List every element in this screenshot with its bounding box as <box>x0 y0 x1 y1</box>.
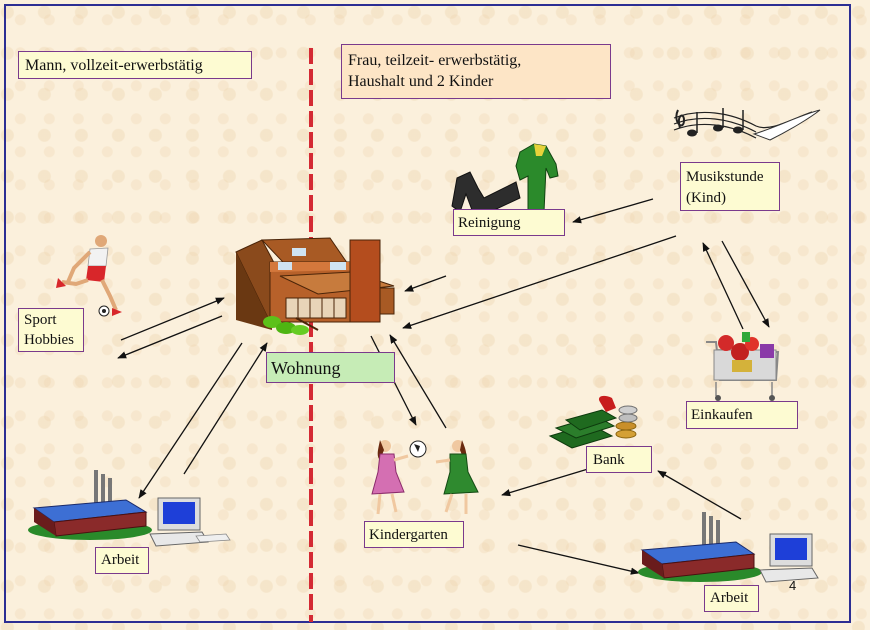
shopping-cart-icon <box>706 332 780 401</box>
arrow-wohnung-to-sport <box>117 315 223 359</box>
laundry-clothes-icon <box>451 143 559 215</box>
soccer-player-icon <box>56 235 122 317</box>
label-musikstunde-line2: (Kind) <box>686 190 726 206</box>
arrow-to-wohnung <box>404 275 447 292</box>
arrow-arbeit-left-to-wohnung <box>183 342 268 475</box>
money-stack-icon <box>548 395 638 449</box>
arrow-bank-to-kindergarten <box>501 468 589 497</box>
arrow-musik-to-reinigung <box>572 198 654 224</box>
computer-icon <box>759 533 819 583</box>
label-mann: Mann, vollzeit-erwerbstätig <box>18 51 252 79</box>
factory-icon <box>638 512 762 582</box>
label-sport-hobbies: Sport Hobbies <box>18 308 84 352</box>
label-musikstunde: Musikstunde (Kind) <box>680 162 780 211</box>
label-sport-line1: Sport <box>24 312 57 328</box>
label-frau-line2: Haushalt und 2 Kinder <box>348 73 494 90</box>
arrow-sport-to-wohnung <box>120 297 225 341</box>
label-arbeit-left: Arbeit <box>95 547 149 574</box>
arrow-arbeit-right-to-bank <box>657 470 742 520</box>
label-einkaufen: Einkaufen <box>686 401 798 429</box>
flow-arrows <box>117 198 770 575</box>
label-arbeit-right: Arbeit <box>704 585 759 612</box>
children-playing-icon <box>371 440 479 515</box>
slide-frame <box>4 4 851 623</box>
arrow-einkaufen-to-musik <box>702 242 744 330</box>
arrow-kindergarten-to-wohnung <box>389 334 447 429</box>
label-wohnung: Wohnung <box>266 352 395 383</box>
arrow-musik-to-wohnung <box>402 235 677 329</box>
label-kindergarten: Kindergarten <box>364 521 464 548</box>
factory-icon <box>28 470 152 540</box>
arrow-wohnung-to-arbeit-left <box>138 342 243 499</box>
page-number: 4 <box>789 578 797 593</box>
arrow-musik-to-einkaufen <box>721 240 770 328</box>
label-bank: Bank <box>586 446 652 473</box>
label-frau-line1: Frau, teilzeit- erwerbstätig, <box>348 52 522 69</box>
computer-icon <box>149 497 231 547</box>
label-reinigung: Reinigung <box>453 209 565 236</box>
label-frau: Frau, teilzeit- erwerbstätig, Haushalt u… <box>341 44 611 99</box>
house-icon <box>235 237 395 335</box>
label-musikstunde-line1: Musikstunde <box>686 169 764 185</box>
label-sport-line2: Hobbies <box>24 332 74 348</box>
arrow-kindergarten-to-arbeit-right <box>517 544 640 575</box>
music-notes-icon <box>673 108 821 141</box>
